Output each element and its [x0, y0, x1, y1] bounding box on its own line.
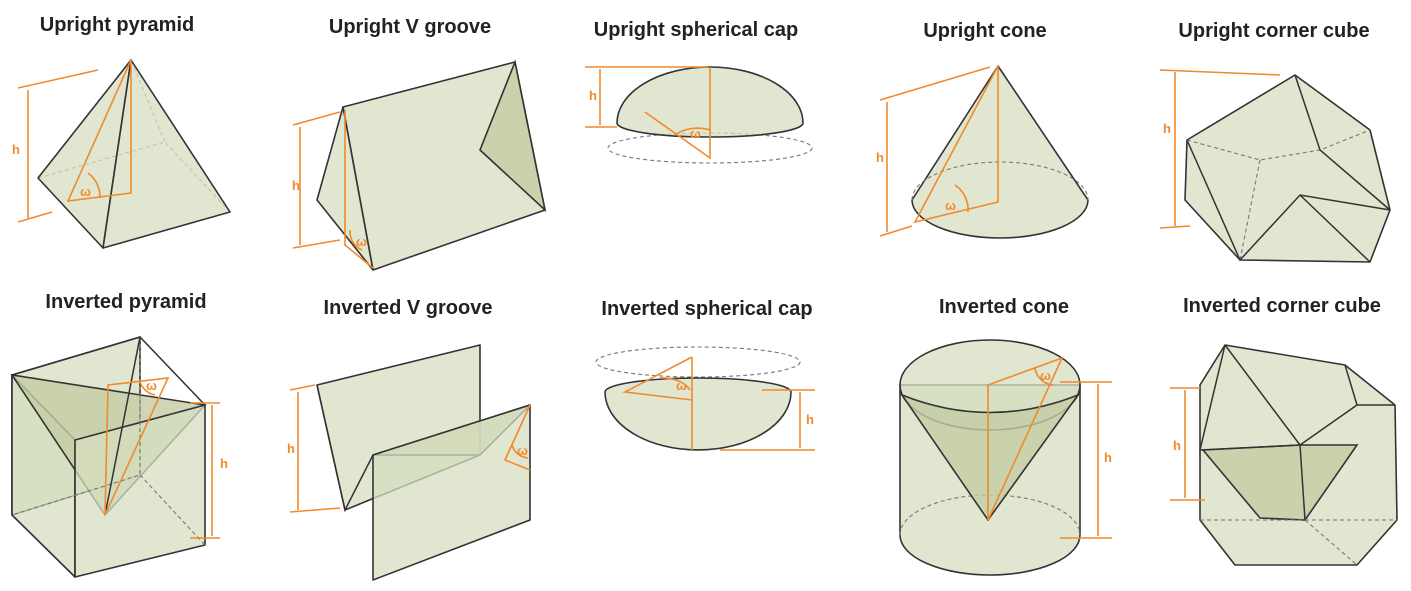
svg-text:h: h [287, 441, 295, 456]
title-inverted-spherical-cap: Inverted spherical cap [601, 298, 813, 320]
title-upright-v-groove: Upright V groove [328, 16, 492, 38]
svg-text:h: h [1163, 121, 1171, 136]
inverted-corner-cube-figure: h [1170, 344, 1398, 566]
svg-text:ω: ω [945, 198, 956, 213]
inverted-v-groove-figure: h ω [287, 344, 531, 581]
title-upright-corner-cube: Upright corner cube [1178, 20, 1370, 42]
title-upright-pyramid: Upright pyramid [39, 14, 195, 36]
upright-pyramid-figure: h ω [12, 59, 231, 249]
title-inverted-v-groove: Inverted V groove [323, 297, 493, 319]
svg-text:ω: ω [517, 443, 528, 458]
title-upright-cone: Upright cone [923, 20, 1047, 42]
title-inverted-pyramid: Inverted pyramid [45, 291, 207, 313]
svg-text:ω: ω [676, 378, 687, 393]
svg-text:h: h [220, 456, 228, 471]
svg-text:h: h [1104, 450, 1112, 465]
title-inverted-cone: Inverted cone [938, 296, 1070, 318]
svg-text:ω: ω [690, 126, 701, 141]
svg-text:ω: ω [356, 234, 367, 249]
upright-cone-figure: h ω [876, 65, 1089, 239]
upright-v-groove-figure: h ω [292, 59, 547, 271]
svg-text:h: h [292, 178, 300, 193]
svg-text:h: h [589, 88, 597, 103]
inverted-spherical-cap-figure: h ω [595, 346, 815, 451]
svg-text:h: h [806, 412, 814, 427]
inverted-cone-figure: h ω [899, 339, 1112, 576]
upright-spherical-cap-figure: h ω [585, 66, 813, 164]
svg-text:h: h [1173, 438, 1181, 453]
svg-text:ω: ω [80, 184, 91, 199]
title-inverted-corner-cube: Inverted corner cube [1183, 295, 1381, 317]
inverted-pyramid-figure: h ω [10, 336, 228, 578]
svg-text:h: h [876, 150, 884, 165]
svg-text:ω: ω [146, 378, 157, 393]
upright-corner-cube-figure: h [1159, 69, 1391, 263]
title-upright-spherical-cap: Upright spherical cap [593, 19, 799, 41]
svg-text:ω: ω [1040, 368, 1051, 383]
svg-text:h: h [12, 142, 20, 157]
